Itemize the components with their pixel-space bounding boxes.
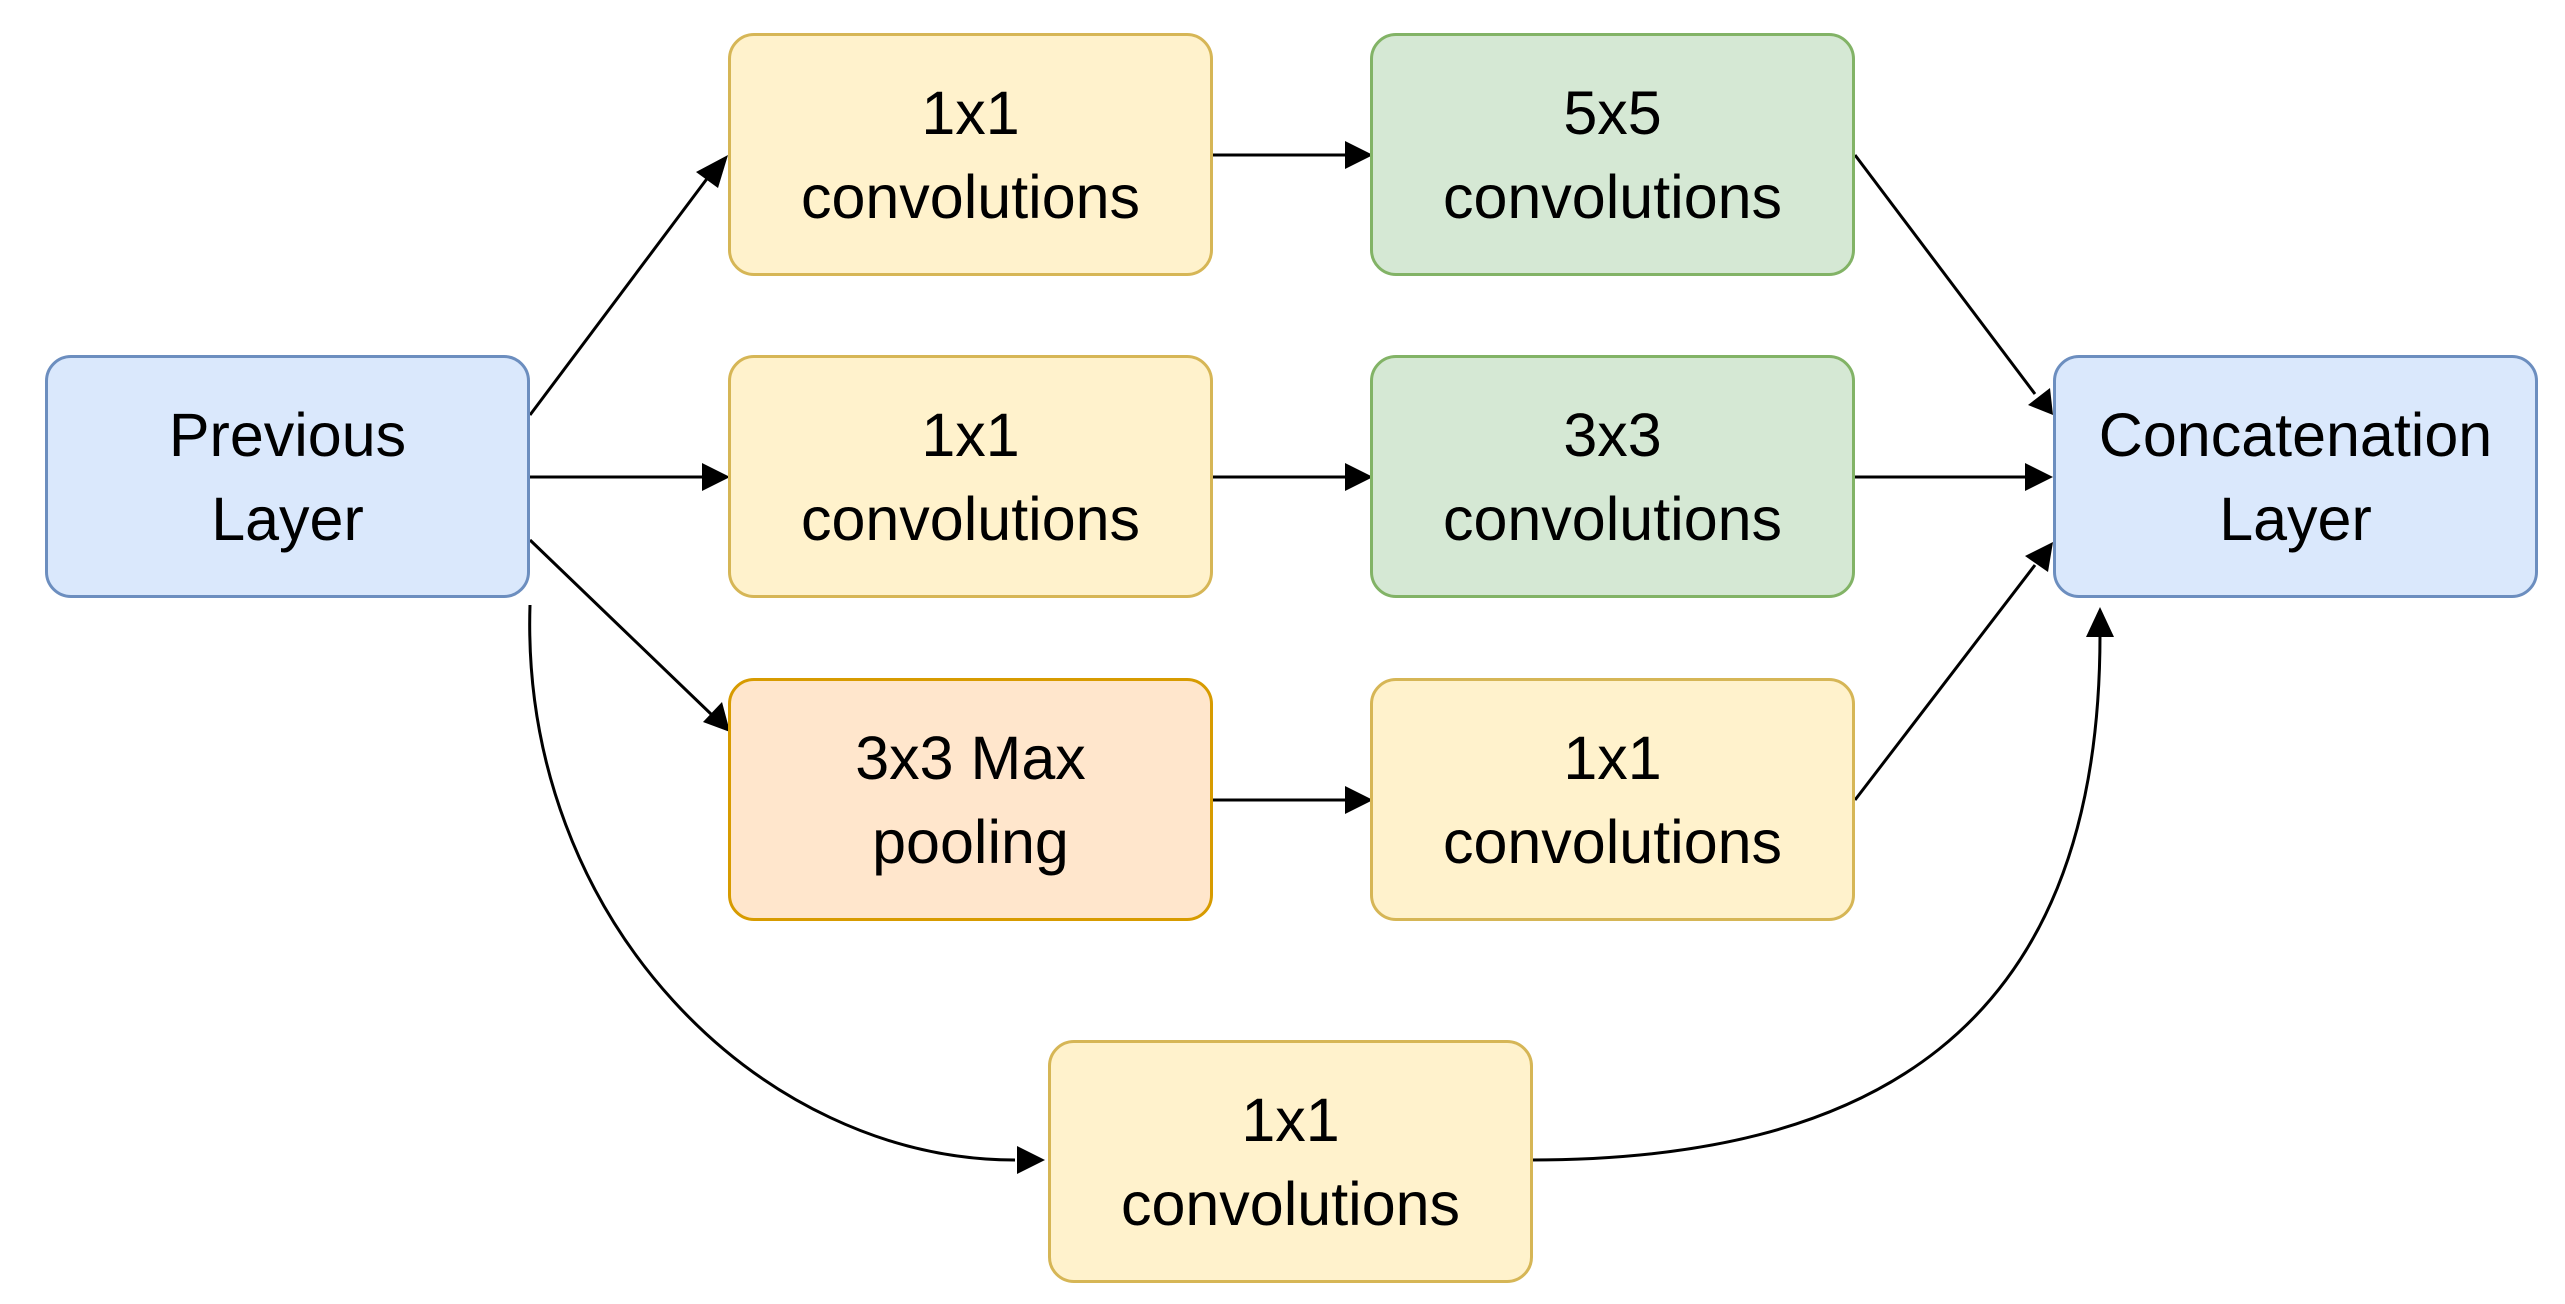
concatenation-layer-node: Concatenation Layer	[2053, 355, 2538, 598]
node-label-line1: 1x1	[1241, 1085, 1340, 1154]
node-label-line2: Layer	[2219, 484, 2372, 553]
node-label-line2: convolutions	[1120, 1169, 1461, 1238]
edge-conv1x1-after-pool-to-concatenation	[1853, 564, 2037, 801]
arrowhead	[2086, 607, 2114, 637]
node-label-line2: Layer	[211, 484, 364, 553]
node-label-line1: 1x1	[1563, 723, 1662, 792]
node-label-line2: convolutions	[1442, 162, 1783, 231]
conv1x1-after-pool-node: 1x1 convolutions	[1370, 678, 1855, 921]
previous-layer-node: Previous Layer	[45, 355, 530, 598]
node-label-line1: 1x1	[921, 78, 1020, 147]
node-label-line2: convolutions	[1442, 484, 1783, 553]
conv3x3-node: 3x3 convolutions	[1370, 355, 1855, 598]
node-label-line1: 3x3	[1563, 400, 1662, 469]
arrowhead	[1345, 463, 1373, 491]
node-label-line1: 3x3 Max	[855, 723, 1086, 792]
node-label-line2: convolutions	[800, 162, 1141, 231]
conv5x5-node: 5x5 convolutions	[1370, 33, 1855, 276]
edge-previous-to-conv1x1-top	[528, 171, 714, 416]
edge-previous-to-conv1x1-bottom	[528, 604, 1016, 1162]
arrowhead	[2028, 388, 2053, 415]
node-label-line2: pooling	[872, 807, 1069, 876]
node-label-line2: convolutions	[800, 484, 1141, 553]
arrowhead	[703, 702, 730, 732]
node-label-line1: 5x5	[1563, 78, 1662, 147]
edge-previous-to-maxpool	[528, 538, 714, 717]
arrowhead	[1345, 786, 1373, 814]
node-label-line1: 1x1	[921, 400, 1020, 469]
conv1x1-mid-node: 1x1 convolutions	[728, 355, 1213, 598]
edge-conv5x5-to-concatenation	[1853, 154, 2037, 395]
node-label-line1: Concatenation	[2098, 400, 2493, 469]
edge-conv1x1-bottom-to-concatenation	[1529, 634, 2102, 1162]
arrowhead	[696, 155, 728, 188]
arrowhead	[702, 463, 730, 491]
node-label-line1: Previous	[168, 400, 407, 469]
arrowhead	[2025, 542, 2053, 572]
arrowhead	[1345, 141, 1373, 169]
arrowhead	[1017, 1146, 1045, 1174]
arrowhead	[2025, 463, 2053, 491]
conv1x1-bottom-node: 1x1 convolutions	[1048, 1040, 1533, 1283]
conv1x1-top-node: 1x1 convolutions	[728, 33, 1213, 276]
maxpool-node: 3x3 Max pooling	[728, 678, 1213, 921]
node-label-line2: convolutions	[1442, 807, 1783, 876]
